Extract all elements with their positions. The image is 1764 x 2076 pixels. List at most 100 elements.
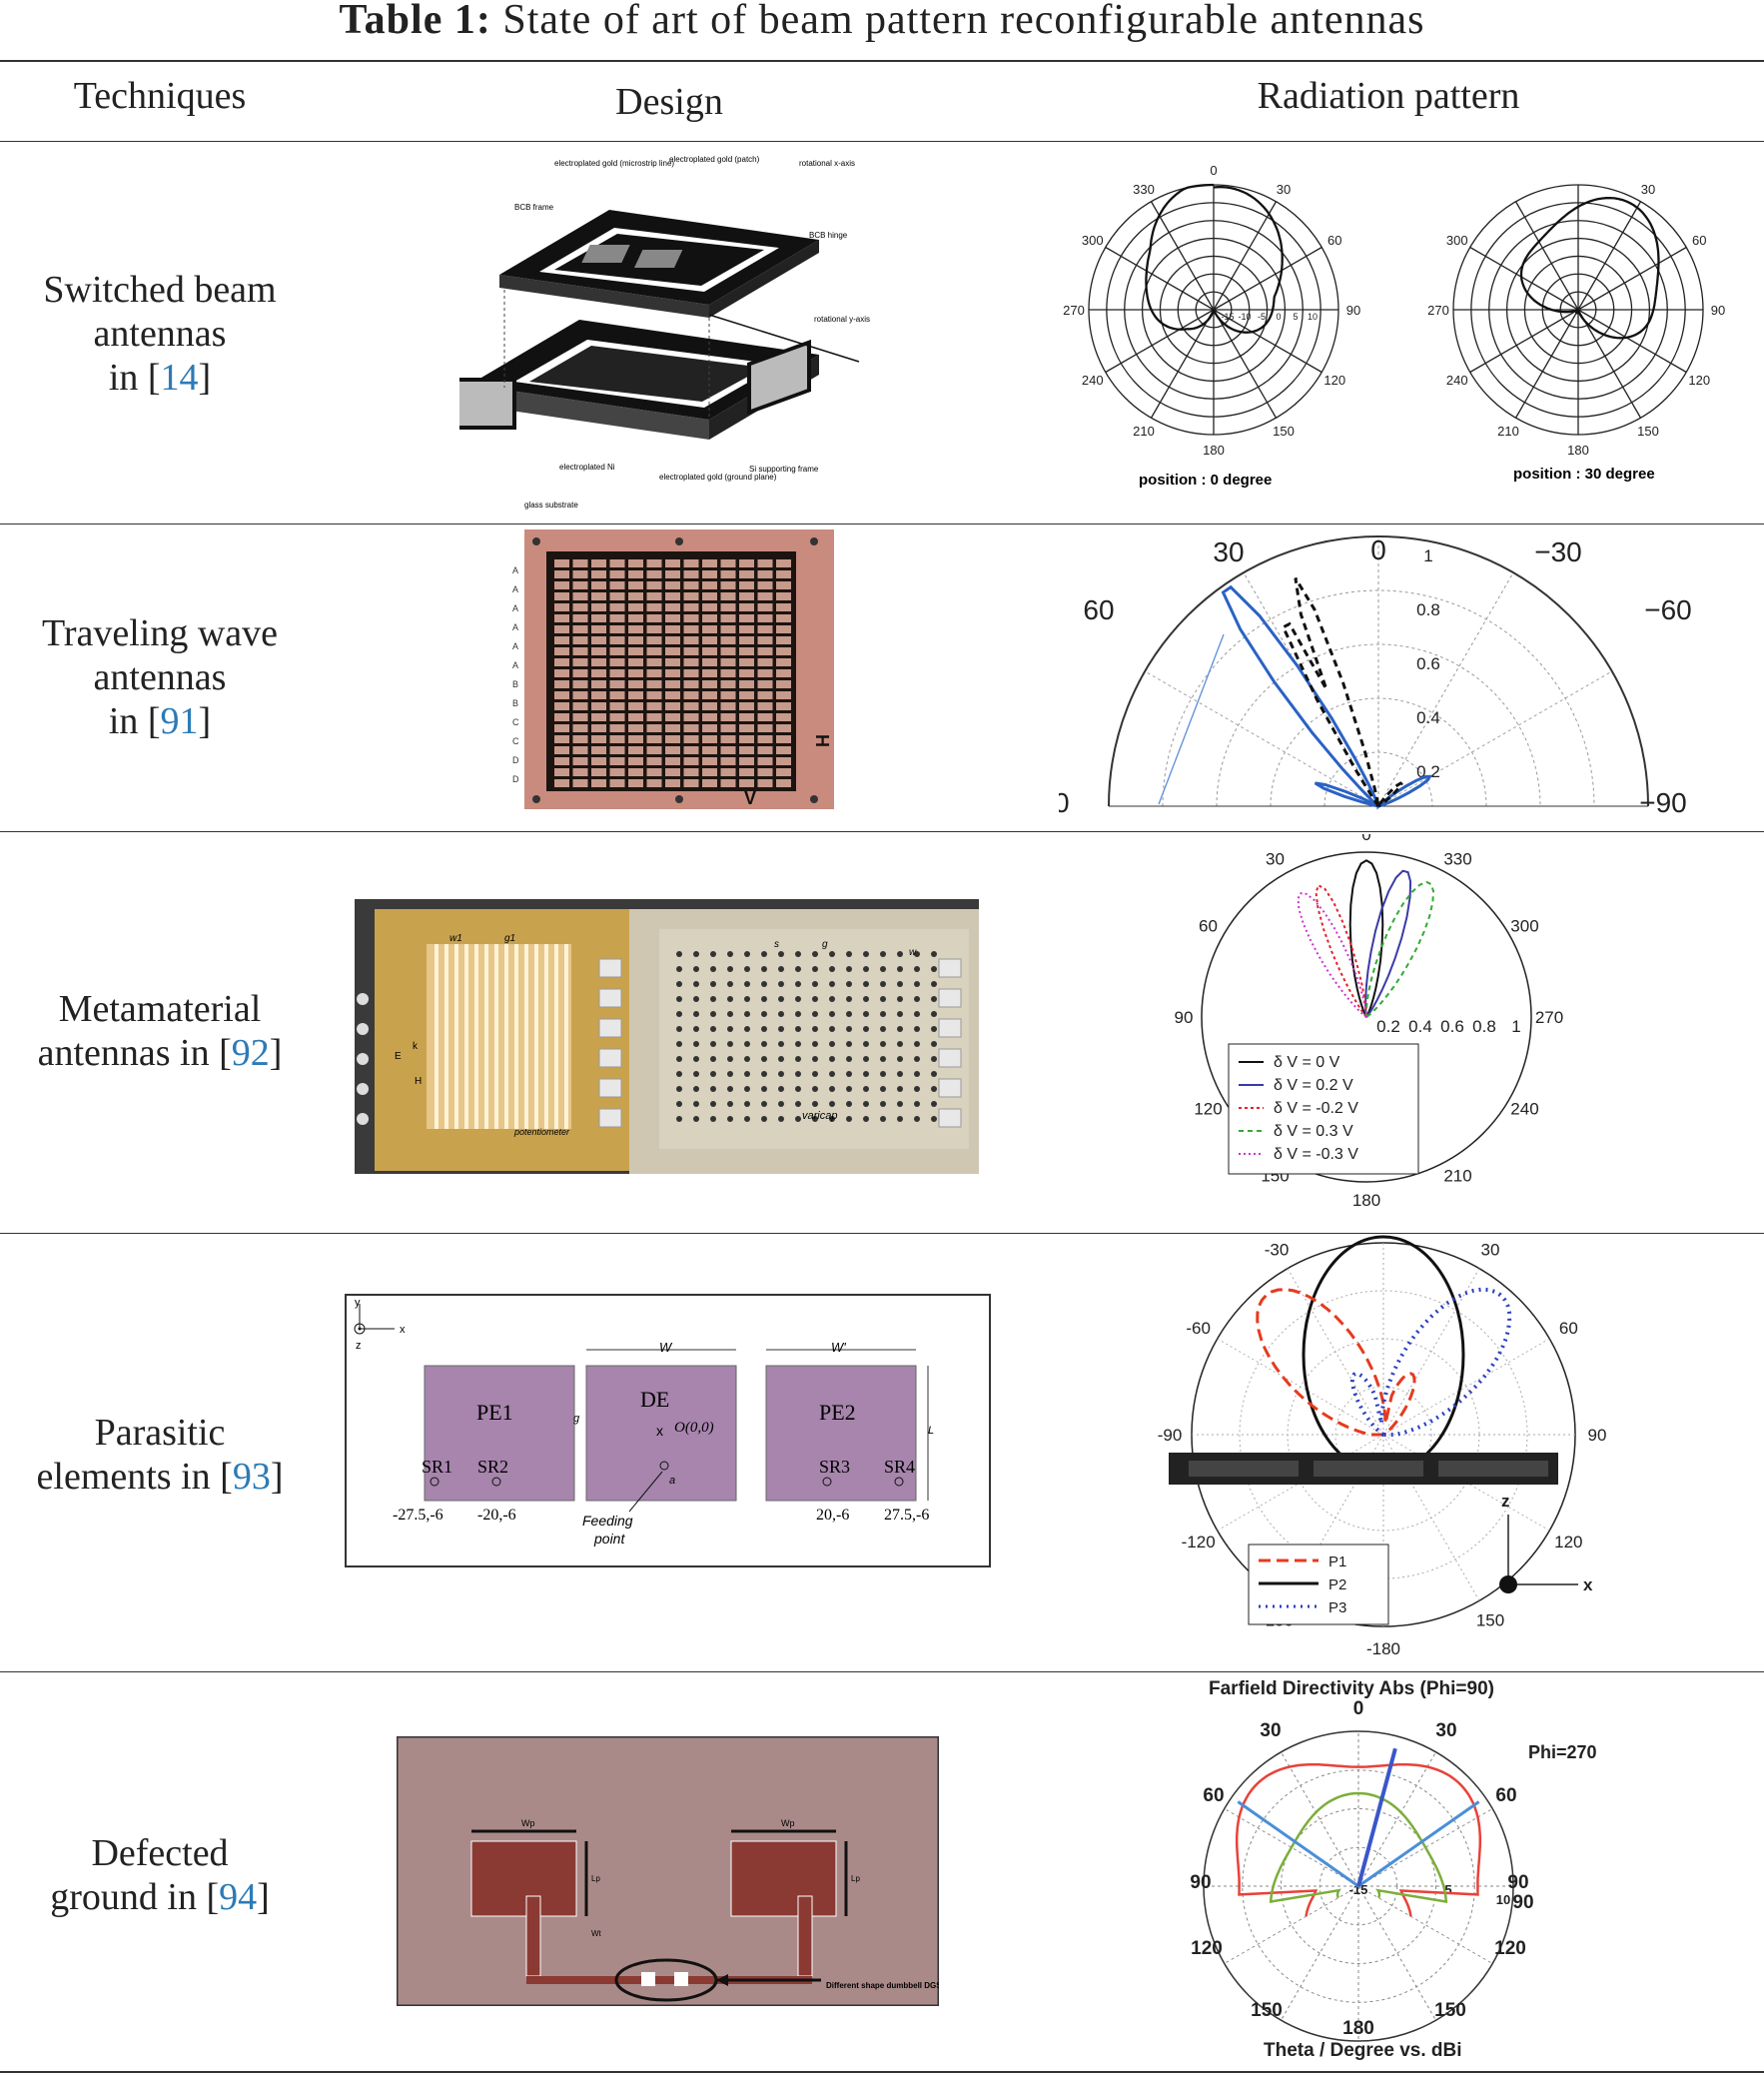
design-label: V: [744, 788, 756, 808]
tick-label: 0: [1353, 1698, 1364, 1719]
array-element: [776, 702, 791, 710]
technique-citation: in [91]: [108, 700, 212, 742]
unit-cell: [931, 1011, 937, 1017]
array-element: [665, 559, 680, 567]
polar-spoke: [1357, 1885, 1493, 1964]
array-element: [702, 724, 717, 732]
unit-cell: [931, 1101, 937, 1107]
unit-cell: [880, 1026, 886, 1032]
unit-cell: [812, 1116, 818, 1122]
array-element: [646, 724, 662, 732]
array-element: [776, 570, 791, 578]
array-element: [609, 757, 625, 765]
array-element: [720, 614, 736, 622]
metal-strip: [435, 944, 439, 1129]
array-element: [609, 647, 625, 655]
element-label: DE: [640, 1387, 669, 1412]
design-label: electroplated Ni: [559, 463, 615, 472]
reference-link[interactable]: 92: [231, 1032, 270, 1074]
metal-strip: [524, 944, 528, 1129]
array-element: [683, 779, 699, 787]
array-element: [554, 702, 569, 710]
array-element: [572, 570, 588, 578]
row-letter: C: [512, 736, 519, 746]
polar-spoke: [1357, 1885, 1436, 2021]
unit-cell: [812, 1101, 818, 1107]
array-element: [609, 702, 625, 710]
array-element: [776, 757, 791, 765]
technique-line: Metamaterial: [58, 988, 262, 1030]
array-element: [720, 669, 736, 677]
technique-citation: elements in [93]: [36, 1456, 284, 1498]
array-element: [683, 746, 699, 754]
unit-cell: [880, 1116, 886, 1122]
array-element: [609, 570, 625, 578]
tick-label: 120: [1688, 373, 1710, 388]
array-element: [572, 713, 588, 721]
reference-link[interactable]: 94: [219, 1876, 258, 1918]
tick-label: 120: [1554, 1533, 1582, 1552]
array-element: [683, 647, 699, 655]
array-element: [702, 757, 717, 765]
tick-label: 150: [1476, 1610, 1504, 1629]
design-label: BCB frame: [514, 203, 554, 212]
potentiometer-chip: [598, 1078, 622, 1098]
tick-label: 0.6: [1440, 1017, 1464, 1036]
technique-line: Switched beam: [43, 269, 277, 311]
unit-cell: [880, 1041, 886, 1047]
unit-cell: [761, 1011, 767, 1017]
array-element: [554, 603, 569, 611]
unit-cell: [931, 1026, 937, 1032]
bottom-rule: [0, 2071, 1764, 2073]
unit-cell: [846, 1041, 852, 1047]
array-element: [776, 768, 791, 776]
tick-label: 30: [1266, 850, 1285, 869]
design-label: H: [415, 1076, 422, 1087]
tick-label: 0.8: [1416, 600, 1440, 619]
unit-cell: [727, 1041, 733, 1047]
array-element: [683, 592, 699, 600]
tick-label: 5: [1444, 1882, 1451, 1897]
array-element: [609, 680, 625, 688]
array-element: [646, 581, 662, 589]
unit-cell: [846, 1056, 852, 1062]
unit-cell: [727, 1116, 733, 1122]
design-label: electroplated gold (ground plane): [659, 473, 777, 482]
unit-cell: [693, 981, 699, 987]
tick-label: 210: [1133, 424, 1155, 439]
unit-cell: [727, 1026, 733, 1032]
unit-cell: [829, 1011, 835, 1017]
tick-label: -5: [1258, 312, 1266, 322]
unit-cell: [744, 996, 750, 1002]
unit-cell: [931, 1056, 937, 1062]
pattern-curve-p3: [1349, 1287, 1512, 1437]
array-element: [776, 746, 791, 754]
polar-spoke: [1213, 309, 1323, 374]
reference-link[interactable]: 14: [160, 357, 199, 399]
array-element: [665, 691, 680, 699]
array-element: [628, 625, 643, 633]
potentiometer-chip: [598, 958, 622, 978]
metamaterial-antenna-photos: w1 g1 E k H potentiometer s g w varicap: [355, 899, 979, 1174]
array-element: [554, 757, 569, 765]
unit-cell: [846, 1071, 852, 1077]
array-element: [720, 658, 736, 666]
unit-cell: [931, 966, 937, 972]
array-element: [628, 669, 643, 677]
array-element: [776, 636, 791, 644]
array-element: [572, 647, 588, 655]
tick-label: 30: [1641, 182, 1655, 197]
reference-link[interactable]: 91: [160, 700, 199, 742]
potentiometer-chip: [598, 988, 622, 1008]
coordinate-label: -20,-6: [477, 1507, 516, 1524]
metal-strip: [534, 944, 538, 1129]
row-letter: A: [512, 622, 518, 632]
reference-link[interactable]: 93: [232, 1456, 271, 1498]
design-label: electroplated gold (patch): [669, 155, 760, 164]
unit-cell: [710, 996, 716, 1002]
array-element: [554, 647, 569, 655]
unit-cell: [863, 1116, 869, 1122]
